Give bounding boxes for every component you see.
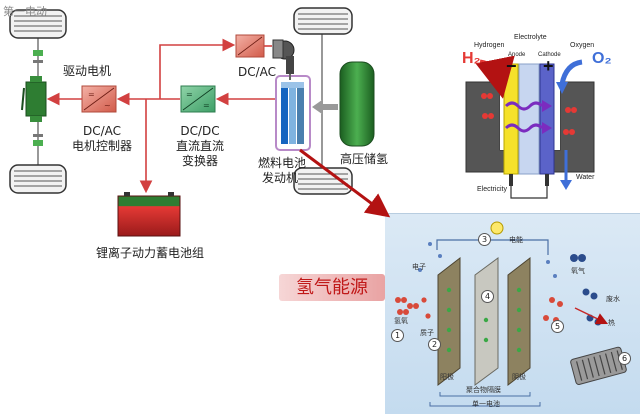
stack-electron-label: 电子	[412, 263, 426, 271]
stack-heat-label: 热	[608, 319, 615, 327]
anode-label: Anode	[508, 52, 526, 58]
stack-proton-label: 质子	[420, 329, 434, 337]
stack-detail	[395, 221, 627, 407]
step-3-badge: 3	[478, 233, 491, 246]
plus-sign: +	[543, 56, 554, 76]
label-fuel-cell-2: 发动机	[262, 171, 299, 185]
water-label: Water	[576, 174, 595, 181]
fuel-cell-schematic	[465, 55, 595, 199]
stack-water-label: 废水	[606, 295, 620, 303]
svg-text:=: =	[203, 101, 210, 110]
dcac-top-converter	[235, 34, 265, 58]
step-5-badge: 5	[551, 320, 564, 333]
minus-sign: −	[506, 56, 517, 76]
label-battery: 锂离子动力蓄电池组	[96, 246, 205, 260]
step-2-badge: 2	[428, 338, 441, 351]
oxygen-label: Oxygen	[570, 42, 595, 49]
air-compressor	[272, 39, 295, 74]
svg-text:=: =	[186, 90, 193, 99]
cathode-label: Cathode	[538, 52, 561, 58]
stack-single-cell-label: 单一电池	[472, 400, 500, 408]
hydrogen-energy-banner: 氢气能源	[279, 274, 385, 301]
wheel-bottom-right	[293, 167, 353, 195]
label-dcac-controller-1: DC/AC	[82, 124, 122, 138]
svg-text:=: =	[88, 90, 95, 99]
h2-label: H₂	[462, 50, 481, 67]
wheel-top-left	[9, 9, 67, 39]
fuel-cell-engine	[275, 75, 311, 151]
label-dcdc-2: 直流直流	[175, 139, 224, 153]
hydrogen-label: Hydrogen	[474, 42, 505, 49]
stack-cathode-label: 阴极	[512, 373, 526, 381]
label-dcdc-3: 变换器	[181, 154, 218, 168]
label-fuel-cell-1: 燃料电池	[258, 156, 307, 170]
stack-anode-label: 阳极	[440, 373, 454, 381]
stack-membrane-label: 聚合物隔膜	[466, 386, 501, 394]
electrolyte-label: Electrolyte	[514, 34, 547, 41]
dcac-controller: = ~	[81, 85, 117, 113]
battery-pack	[117, 192, 181, 237]
stack-electricity-label: 电能	[509, 236, 523, 244]
dcdc-converter: = =	[180, 85, 216, 113]
drive-motor	[21, 76, 47, 122]
label-hydrogen-tank: 高压储氢	[340, 152, 389, 166]
watermark: 第一电动	[3, 5, 47, 18]
label-dcdc-1: DC/DC	[180, 124, 220, 138]
electricity-label: Electricity	[477, 186, 507, 193]
o2-label: O₂	[592, 50, 612, 67]
step-1-badge: 1	[391, 329, 404, 342]
step-4-badge: 4	[481, 290, 494, 303]
svg-text:~: ~	[104, 101, 111, 110]
label-dcac-controller-2: 电机控制器	[72, 139, 133, 153]
step-6-badge: 6	[618, 352, 631, 365]
wheel-bottom-left	[9, 164, 67, 194]
wheel-top-right	[293, 7, 353, 35]
label-drive-motor: 驱动电机	[63, 64, 112, 78]
stack-hydrogen-label: 氢氧	[394, 317, 408, 325]
stack-oxygen-label: 氧气	[571, 267, 585, 275]
label-dcac-top: DC/AC	[238, 65, 277, 79]
hydrogen-tank	[312, 61, 375, 147]
